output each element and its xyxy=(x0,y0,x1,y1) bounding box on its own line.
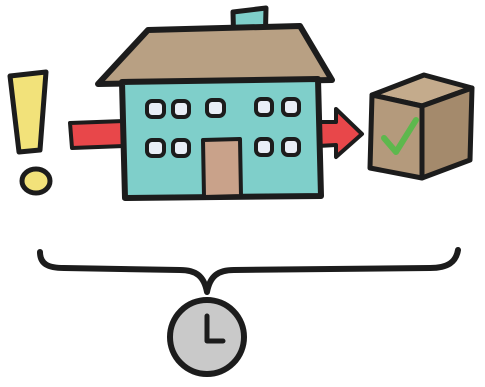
exclamation-bar xyxy=(7,69,49,155)
brace-icon xyxy=(37,247,461,295)
window xyxy=(145,138,166,158)
window xyxy=(254,137,274,157)
exclamation-icon xyxy=(7,69,53,196)
window xyxy=(205,98,226,118)
roof xyxy=(95,23,335,87)
checkmark-icon xyxy=(381,117,419,155)
building-icon xyxy=(95,5,335,201)
door xyxy=(201,137,243,199)
windows xyxy=(145,97,301,158)
box-front xyxy=(367,92,425,181)
exclamation-dot xyxy=(19,166,53,196)
window xyxy=(281,97,301,117)
window xyxy=(281,137,301,157)
window xyxy=(171,138,191,158)
clock-hands xyxy=(204,313,226,344)
clock-icon xyxy=(167,297,247,377)
box-side xyxy=(419,85,475,181)
box-check-icon xyxy=(367,72,475,181)
arrow-right-icon xyxy=(316,107,364,159)
window xyxy=(145,99,166,119)
window xyxy=(254,97,274,117)
arrow-left-icon xyxy=(68,119,126,150)
window xyxy=(171,99,191,119)
